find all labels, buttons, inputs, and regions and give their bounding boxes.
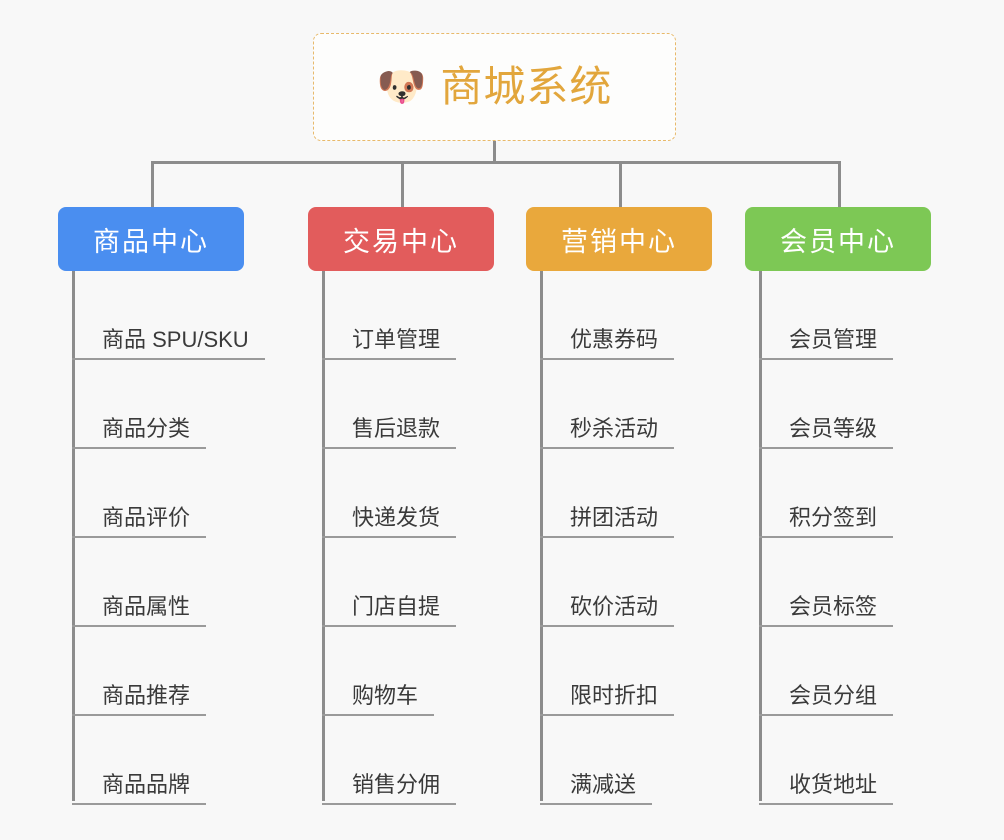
list-item[interactable]: 会员等级 [759,360,894,449]
category-header-member-center[interactable]: 会员中心 [745,207,931,271]
list-item[interactable]: 售后退款 [322,360,457,449]
list-item[interactable]: 会员分组 [759,627,894,716]
leaf-label: 商品分类 [72,418,207,449]
list-item[interactable]: 砍价活动 [540,538,675,627]
list-item[interactable]: 商品 SPU/SKU [72,271,265,360]
leaf-list-trade-center: 订单管理售后退款快递发货门店自提购物车销售分佣 [322,271,457,805]
leaf-label: 收货地址 [759,774,894,805]
list-item[interactable]: 秒杀活动 [540,360,675,449]
list-item[interactable]: 限时折扣 [540,627,675,716]
list-item[interactable]: 销售分佣 [322,716,457,805]
category-header-product-center[interactable]: 商品中心 [58,207,244,271]
leaf-label: 商品 SPU/SKU [72,329,265,360]
list-item[interactable]: 订单管理 [322,271,457,360]
leaf-list-marketing-center: 优惠券码秒杀活动拼团活动砍价活动限时折扣满减送 [540,271,675,805]
leaf-list-member-center: 会员管理会员等级积分签到会员标签会员分组收货地址 [759,271,894,805]
list-item[interactable]: 优惠券码 [540,271,675,360]
connector-drop-trade-center [401,161,404,207]
leaf-label: 销售分佣 [322,774,457,805]
leaf-label: 秒杀活动 [540,418,675,449]
connector-drop-member-center [838,161,841,207]
connector-root-stem [493,141,496,163]
leaf-label: 售后退款 [322,418,457,449]
leaf-label: 会员标签 [759,596,894,627]
list-item[interactable]: 快递发货 [322,449,457,538]
leaf-label: 砍价活动 [540,596,675,627]
leaf-label: 商品评价 [72,507,207,538]
leaf-label: 商品属性 [72,596,207,627]
connector-drop-marketing-center [619,161,622,207]
leaf-label: 购物车 [322,685,435,716]
leaf-label: 积分签到 [759,507,894,538]
leaf-label: 限时折扣 [540,685,675,716]
leaf-label: 订单管理 [322,329,457,360]
list-item[interactable]: 满减送 [540,716,674,805]
list-item[interactable]: 拼团活动 [540,449,675,538]
category-header-trade-center[interactable]: 交易中心 [308,207,494,271]
category-header-marketing-center[interactable]: 营销中心 [526,207,712,271]
list-item[interactable]: 商品属性 [72,538,265,627]
leaf-label: 门店自提 [322,596,457,627]
leaf-list-product-center: 商品 SPU/SKU 商品分类商品评价商品属性商品推荐商品品牌 [72,271,265,805]
leaf-label: 拼团活动 [540,507,675,538]
list-item[interactable]: 积分签到 [759,449,894,538]
leaf-label: 会员分组 [759,685,894,716]
root-node[interactable]: 🐶 商城系统 [313,33,676,141]
list-item[interactable]: 购物车 [322,627,456,716]
leaf-label: 满减送 [540,774,653,805]
leaf-label: 会员等级 [759,418,894,449]
list-item[interactable]: 收货地址 [759,716,894,805]
list-item[interactable]: 会员管理 [759,271,894,360]
leaf-label: 优惠券码 [540,329,675,360]
leaf-label: 商品推荐 [72,685,207,716]
dog-face-icon: 🐶 [376,65,427,109]
leaf-label: 商品品牌 [72,774,207,805]
list-item[interactable]: 商品推荐 [72,627,265,716]
leaf-label: 会员管理 [759,329,894,360]
connector-drop-product-center [151,161,154,207]
leaf-label: 快递发货 [322,507,457,538]
root-title: 商城系统 [440,63,613,110]
list-item[interactable]: 商品分类 [72,360,265,449]
list-item[interactable]: 商品评价 [72,449,265,538]
list-item[interactable]: 门店自提 [322,538,457,627]
connector-horizontal-bus [151,161,840,164]
list-item[interactable]: 会员标签 [759,538,894,627]
list-item[interactable]: 商品品牌 [72,716,265,805]
